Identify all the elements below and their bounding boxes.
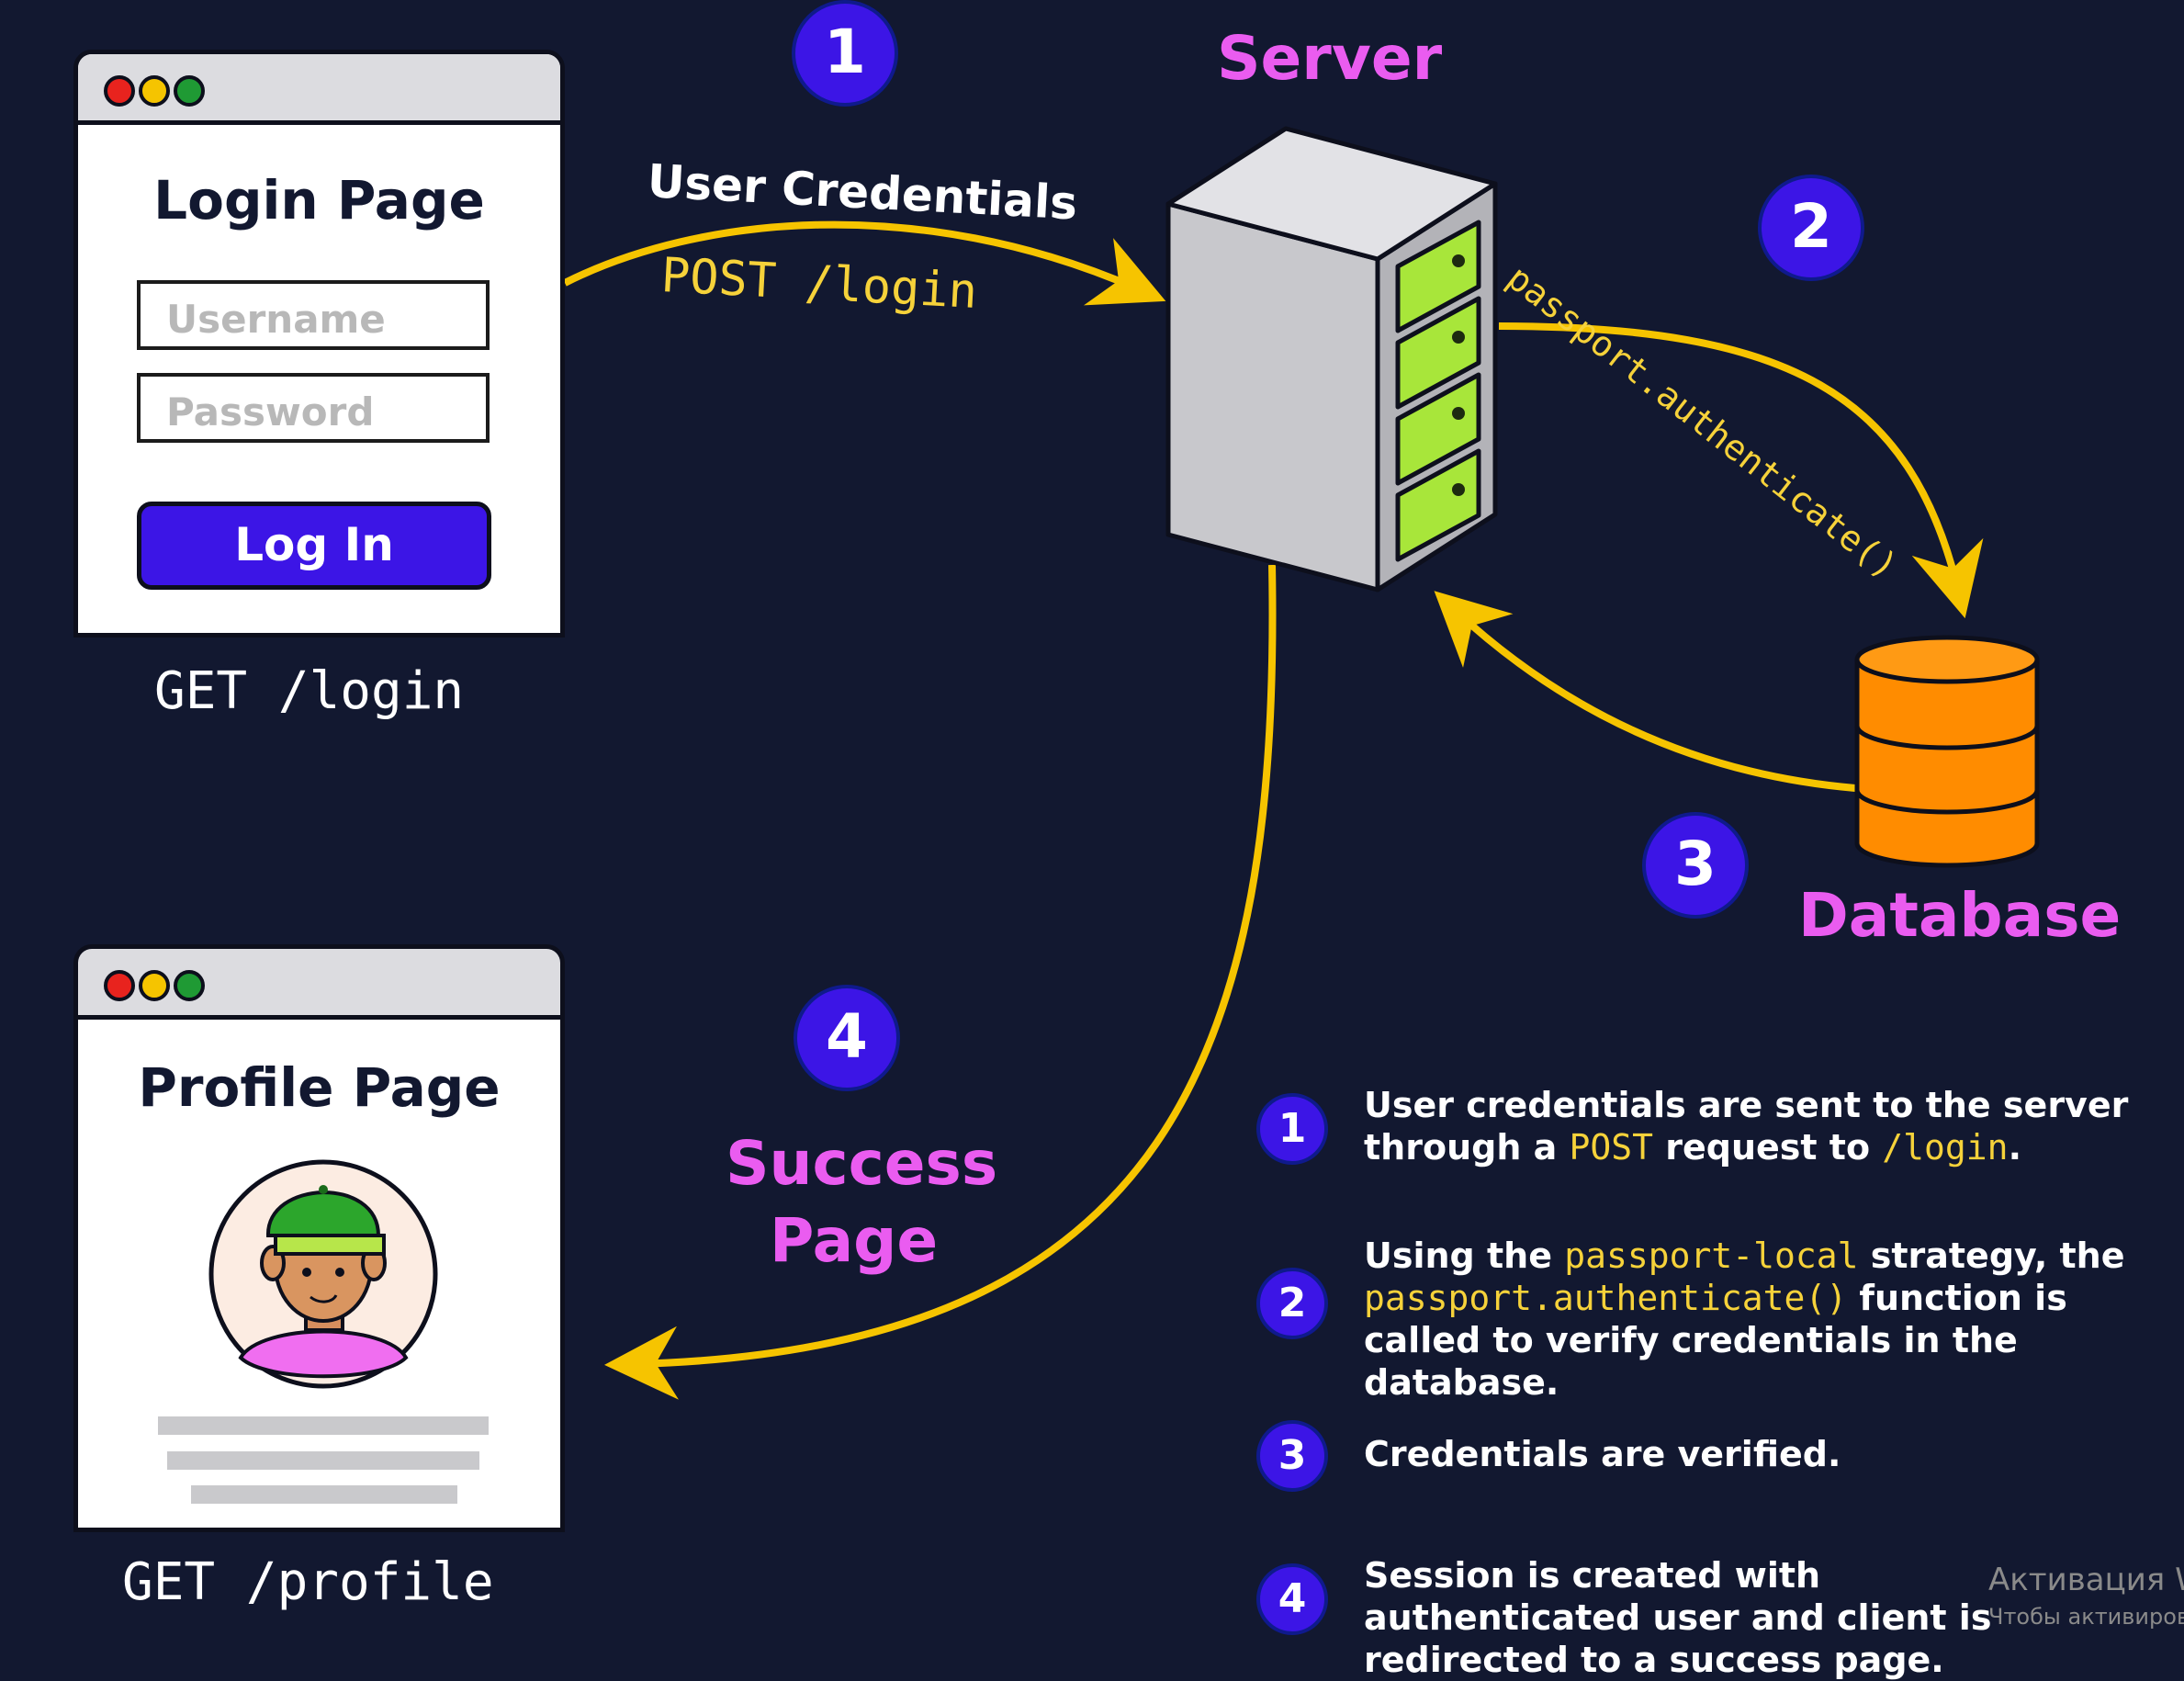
maximize-dot[interactable] [174, 75, 205, 107]
minimize-dot[interactable] [139, 75, 170, 107]
maximize-dot[interactable] [174, 970, 205, 1001]
window-titlebar [78, 54, 560, 125]
server-label: Server [1217, 23, 1443, 94]
close-dot[interactable] [104, 75, 135, 107]
success-label-line2: Page [770, 1205, 939, 1276]
legend-1-text: User credentials are sent to the server … [1364, 1085, 2129, 1168]
login-button[interactable]: Log In [137, 502, 491, 590]
authenticate-arrow [1498, 322, 1984, 619]
database-label: Database [1798, 880, 2122, 951]
avatar [208, 1159, 438, 1389]
verified-arrow [1434, 591, 1856, 792]
legend-4-badge: 4 [1256, 1563, 1328, 1635]
legend-3-text: Credentials are verified. [1364, 1434, 1841, 1474]
login-route: GET /login [154, 661, 465, 721]
step-2-badge: 2 [1758, 175, 1864, 281]
profile-route: GET /profile [122, 1552, 494, 1612]
step-1-badge: 1 [792, 0, 898, 107]
page-title: Profile Page [138, 1056, 501, 1119]
username-field[interactable]: Username [137, 280, 490, 350]
legend-2-text: Using the passport-local strategy, the p… [1364, 1235, 2125, 1403]
credentials-arrow [563, 220, 1166, 306]
activation-watermark-line2: Чтобы активирова [1988, 1604, 2184, 1630]
server-icon [1165, 126, 1498, 592]
window-titlebar [78, 949, 560, 1020]
step-3-badge: 3 [1642, 812, 1749, 919]
login-window: Login Page Username Password Log In [73, 50, 565, 637]
legend-1-badge: 1 [1256, 1093, 1328, 1165]
activation-watermark-line1: Активация W [1988, 1562, 2184, 1598]
database-icon [1854, 635, 2040, 868]
step-4-badge: 4 [794, 985, 900, 1091]
password-field[interactable]: Password [137, 373, 490, 443]
success-label-line1: Success [726, 1128, 998, 1199]
legend-2-badge: 2 [1256, 1268, 1328, 1339]
server-drive-bays [1395, 220, 1481, 562]
legend-3-badge: 3 [1256, 1420, 1328, 1492]
minimize-dot[interactable] [139, 970, 170, 1001]
profile-window [73, 944, 565, 1532]
page-title: Login Page [153, 169, 485, 231]
close-dot[interactable] [104, 970, 135, 1001]
profile-content-lines [158, 1416, 489, 1504]
redirect-arrow [604, 564, 1277, 1400]
